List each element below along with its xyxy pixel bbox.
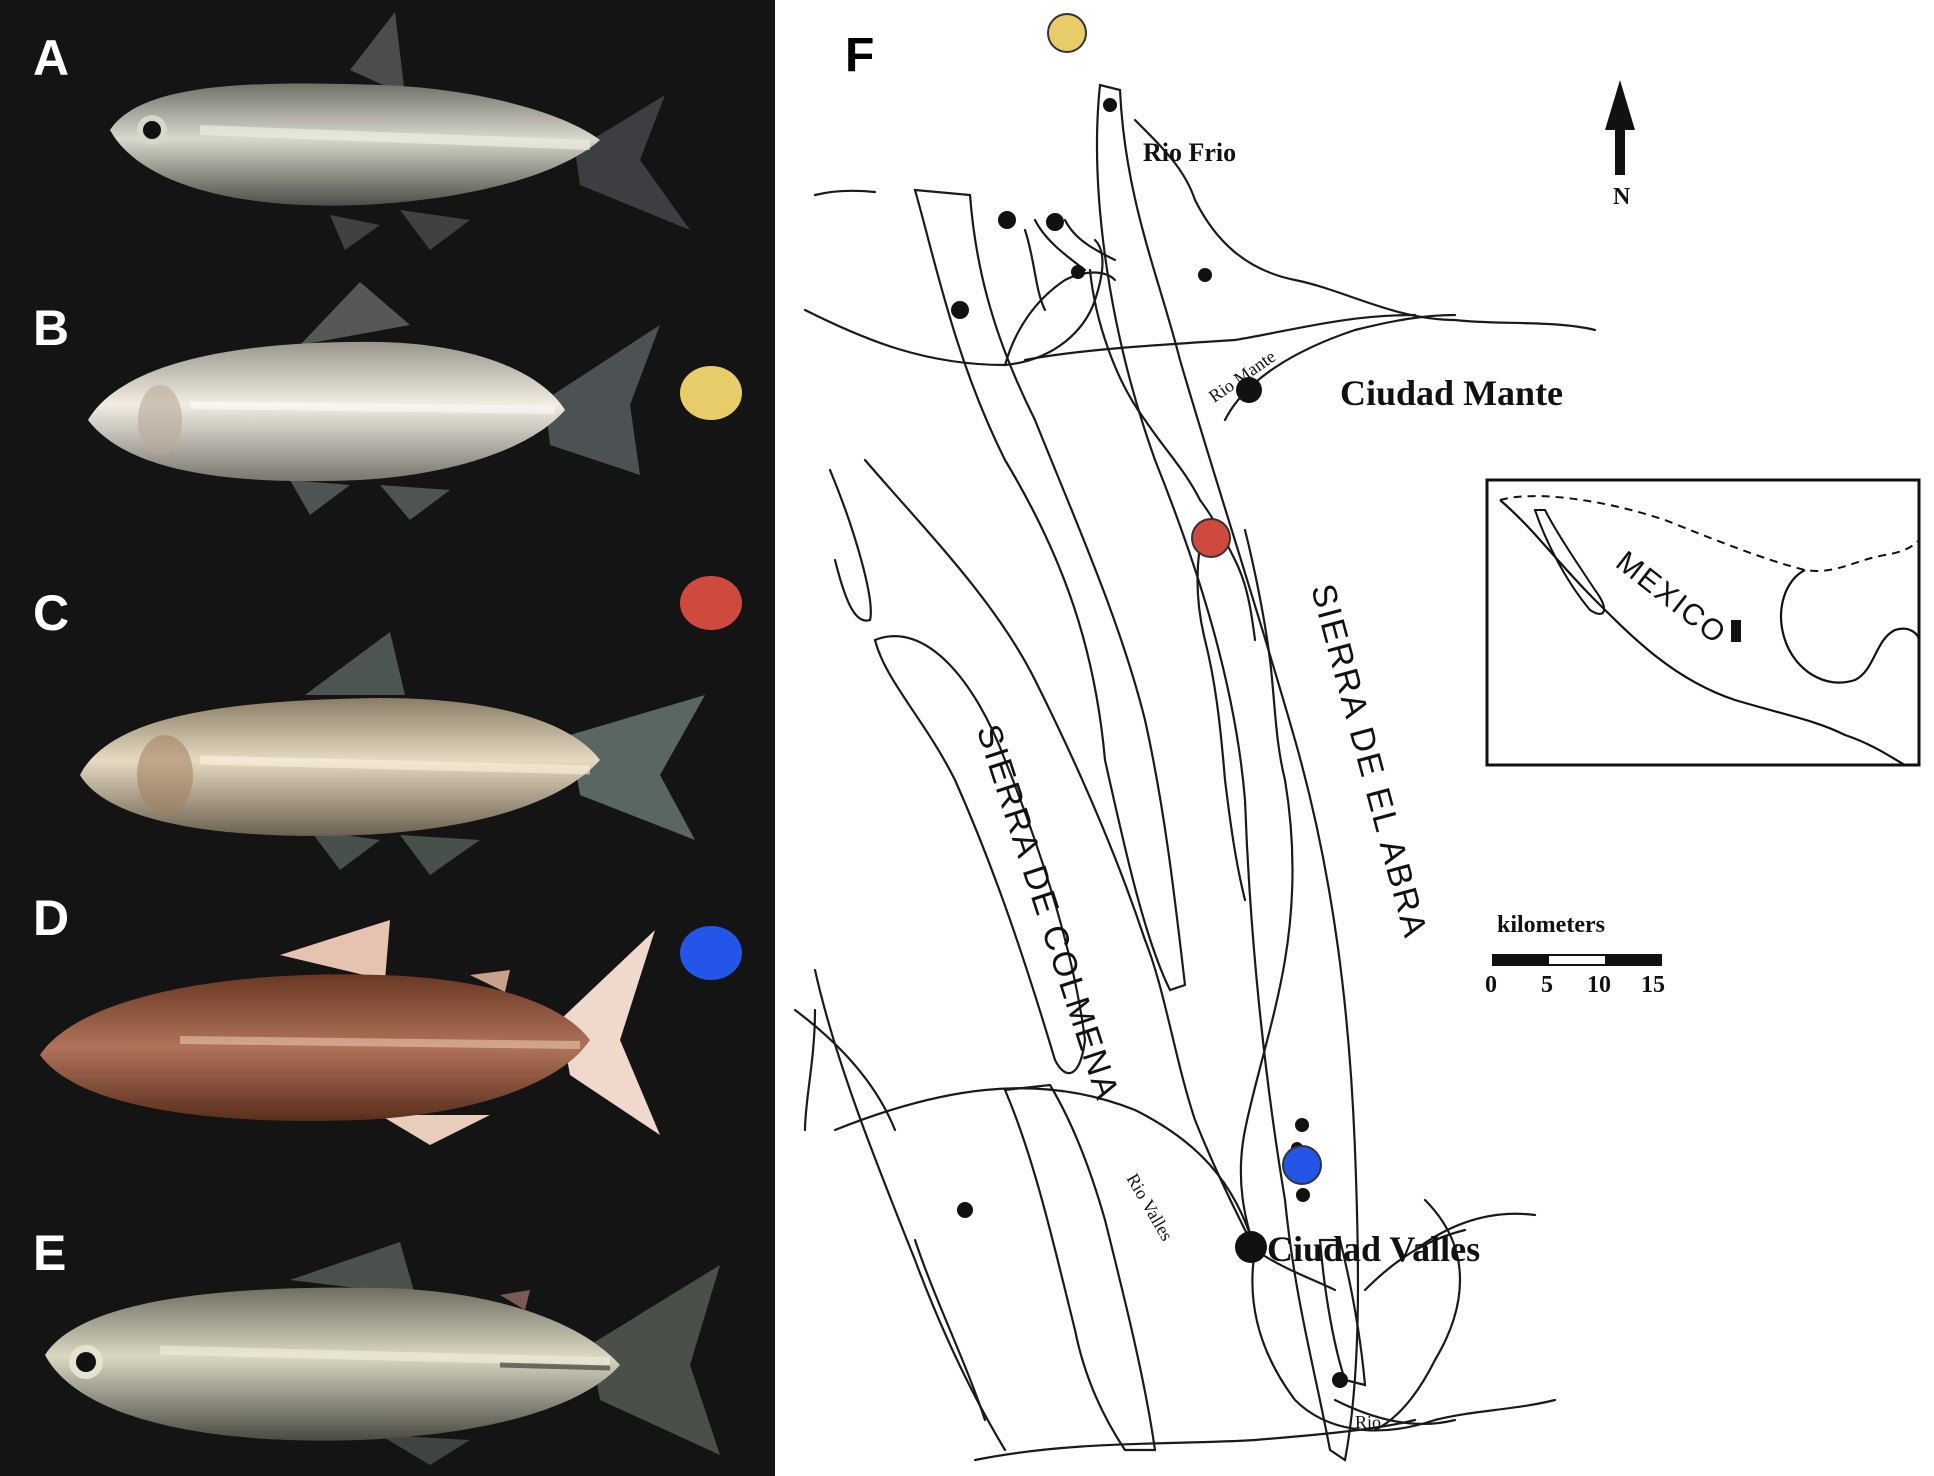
panel-label-e: E [33, 1225, 67, 1281]
scale-bar [1492, 954, 1662, 966]
fish-b [0, 270, 775, 560]
fish-d [0, 880, 775, 1200]
panel-label-f: F [845, 29, 875, 82]
panel-label-b: B [33, 300, 70, 356]
rio-mante-river [1023, 313, 1417, 362]
panel-label-a: A [33, 30, 70, 86]
north-arrow-icon [1605, 80, 1635, 175]
site-marker-red [680, 576, 742, 630]
scale-tick-15: 15 [1641, 972, 1665, 998]
scale-title: kilometers [1497, 912, 1605, 938]
western-ridge-outline [913, 188, 1187, 992]
site-yellow-map [1047, 13, 1087, 53]
label-rio-frio: Rio Frio [1143, 138, 1237, 167]
scale-tick-0: 0 [1485, 972, 1497, 998]
label-rio-bottom: Rio [1355, 1412, 1382, 1432]
panel-label-c: C [33, 585, 70, 641]
fish-c [0, 560, 775, 880]
sierra-colmena-outline [873, 635, 1087, 1075]
scale-tick-10: 10 [1587, 972, 1611, 998]
site-red-map [1191, 518, 1231, 558]
site-blue-map [1282, 1145, 1322, 1185]
site-marker-yellow [680, 366, 742, 420]
site-marker-blue [680, 926, 742, 980]
rio-frio-river [1133, 118, 1597, 332]
scale-tick-5: 5 [1541, 972, 1553, 998]
map-drawing [793, 13, 1921, 1462]
map-panel: F Rio Frio N Ciudad Mante Ciudad Valles … [775, 0, 1934, 1476]
inset-mexico-map [1485, 478, 1921, 767]
fish-photo-panel: A B C D E [0, 0, 775, 1476]
north-label: N [1613, 184, 1631, 210]
label-ciudad-valles: Ciudad Valles [1267, 1229, 1481, 1269]
locality-points [951, 98, 1348, 1388]
sierra-el-abra-outline [1095, 83, 1360, 1462]
label-ciudad-mante: Ciudad Mante [1340, 373, 1564, 413]
fish-a [0, 0, 775, 270]
fish-e [0, 1200, 775, 1476]
panel-label-d: D [33, 890, 70, 946]
